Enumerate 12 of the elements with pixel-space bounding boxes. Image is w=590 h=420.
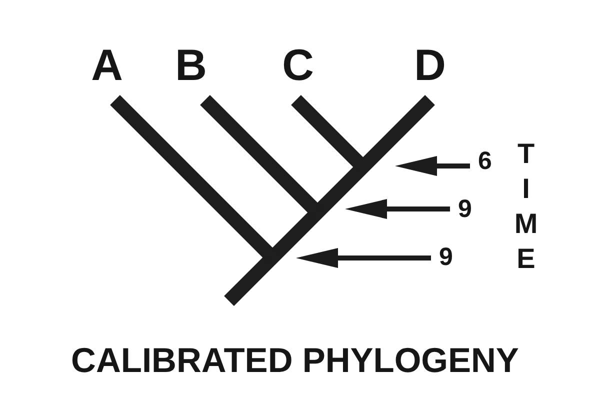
taxon-label: D [414, 44, 446, 88]
arrow [345, 199, 450, 219]
arrow [395, 156, 470, 176]
arrow [296, 248, 431, 268]
axis-label: TIME [514, 137, 538, 276]
taxon-label: C [282, 44, 314, 88]
caption: CALIBRATED PHYLOGENY [71, 344, 519, 378]
taxon-label: A [91, 44, 123, 88]
taxon-label: B [175, 44, 207, 88]
time-value: 9 [439, 245, 453, 270]
time-value: 9 [458, 197, 472, 222]
time-value: 6 [478, 149, 492, 174]
